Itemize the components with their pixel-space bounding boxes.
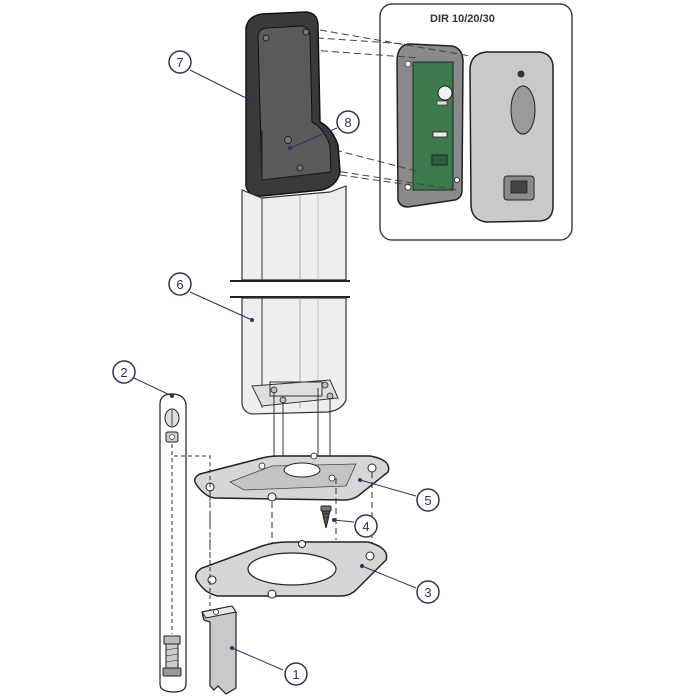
pcb-chip [432, 131, 448, 138]
svg-text:3: 3 [424, 585, 431, 600]
callout-8: 8 [336, 110, 360, 134]
svg-text:8: 8 [344, 115, 351, 130]
inset-panel: DIR 10/20/30 [261, 3, 573, 241]
svg-text:4: 4 [362, 519, 369, 534]
callout-endpoints [170, 98, 364, 650]
callout-7: 7 [168, 50, 192, 74]
reader-module-cover [469, 51, 554, 223]
antenna-coil [437, 85, 453, 101]
reader-sensor-area [510, 85, 536, 135]
post-head-cap [245, 11, 341, 197]
anchor-rod-panel [159, 393, 187, 693]
callout-markers: 1 2 3 4 5 6 7 8 [112, 50, 440, 686]
svg-text:5: 5 [424, 493, 431, 508]
inset-title: DIR 10/20/30 [430, 13, 495, 25]
callout-3: 3 [416, 580, 440, 604]
rod-alignment-lines [171, 444, 211, 634]
post-tube [230, 185, 350, 415]
svg-text:7: 7 [176, 55, 183, 70]
reader-module-base [396, 43, 464, 208]
svg-text:6: 6 [176, 277, 183, 292]
callout-leaders [133, 69, 417, 671]
anchor-screw [320, 505, 332, 529]
callout-5: 5 [416, 488, 440, 512]
mounting-bracket [201, 605, 237, 695]
callout-4: 4 [354, 514, 378, 538]
callout-1: 1 [284, 662, 308, 686]
svg-text:1: 1 [292, 667, 299, 682]
pcb-board [412, 61, 454, 191]
svg-text:2: 2 [120, 365, 127, 380]
callout-6: 6 [168, 272, 192, 296]
callout-2: 2 [112, 360, 136, 384]
base-plate [193, 452, 390, 502]
pcb-connector [431, 154, 448, 166]
sealing-gasket [195, 540, 388, 599]
